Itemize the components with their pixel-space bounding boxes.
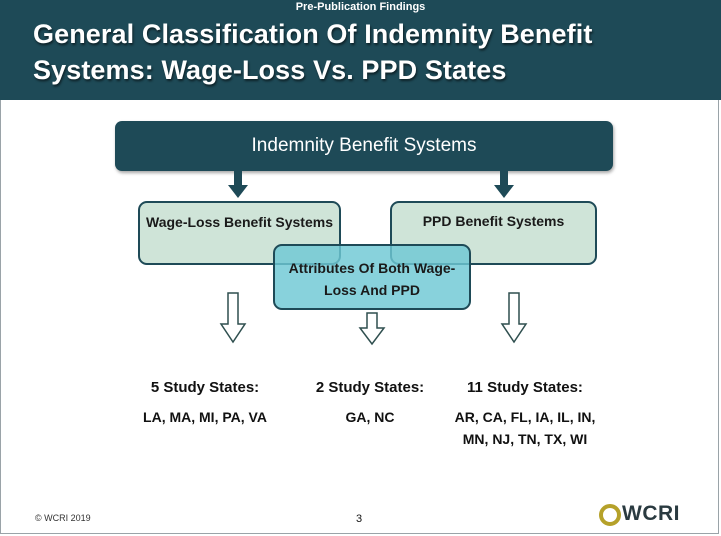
ppd-states-column: 11 Study States: AR, CA, FL, IA, IL, IN,… bbox=[440, 378, 610, 450]
logo-ring-icon bbox=[599, 504, 621, 526]
column-heading: 11 Study States: bbox=[467, 379, 583, 396]
logo-text: WCRI bbox=[622, 502, 680, 525]
column-states: AR, CA, FL, IA, IL, IN, MN, NJ, TN, TX, … bbox=[454, 409, 596, 447]
page-number: 3 bbox=[356, 513, 363, 525]
column-heading: 5 Study States: bbox=[150, 379, 260, 396]
arrow-to-ppd-icon bbox=[494, 171, 514, 198]
slide-title: General Classification Of Indemnity Bene… bbox=[33, 19, 593, 85]
slide-header: Pre-Publication Findings General Classif… bbox=[0, 0, 721, 100]
column-states: LA, MA, MI, PA, VA bbox=[143, 409, 267, 425]
column-states: GA, NC bbox=[345, 409, 395, 425]
arrow-outline-left-icon bbox=[219, 292, 247, 344]
arrow-outline-center-icon bbox=[358, 312, 386, 346]
both-attributes-box: Attributes Of Both Wage-Loss And PPD bbox=[273, 244, 471, 310]
copyright-text: © WCRI 2019 bbox=[35, 513, 91, 523]
arrow-outline-right-icon bbox=[500, 292, 528, 344]
column-heading: 2 Study States: bbox=[315, 379, 425, 396]
header-kicker: Pre-Publication Findings bbox=[295, 1, 426, 13]
wcri-logo: WCRI bbox=[598, 501, 683, 527]
indemnity-systems-box: Indemnity Benefit Systems bbox=[115, 121, 613, 171]
wage-loss-states-column: 5 Study States: LA, MA, MI, PA, VA bbox=[120, 378, 290, 428]
arrow-to-wage-loss-icon bbox=[228, 171, 248, 198]
both-states-column: 2 Study States: GA, NC bbox=[295, 378, 445, 428]
ppd-box: PPD Benefit Systems bbox=[390, 201, 597, 265]
